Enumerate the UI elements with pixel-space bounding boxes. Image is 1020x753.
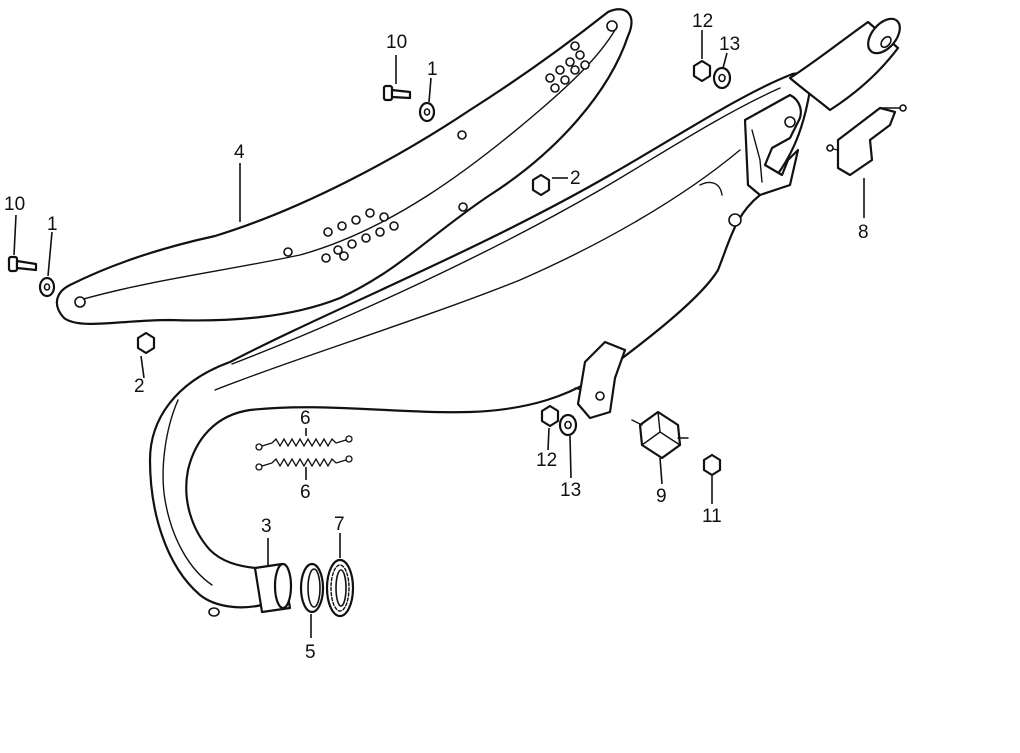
nut-12-upper [692,59,712,83]
sealing-ring-5 [299,562,325,614]
washer-1-left [38,276,56,298]
spring-6-upper [255,435,353,451]
nut-2-center [531,173,551,197]
bolt-10-left [7,255,38,273]
shield-vent-holes-lower [321,208,399,263]
washer-1-upper [418,101,436,123]
callout-13-upper: 13 [719,34,740,55]
shield-vent-holes-upper [545,41,590,93]
gasket-7 [325,558,355,618]
callout-5: 5 [305,642,316,663]
callout-8: 8 [858,222,869,243]
callout-1-left: 1 [47,214,58,235]
callout-2-center: 2 [570,168,581,189]
washer-13-upper [712,66,732,90]
rubber-damper-9 [631,410,689,460]
spring-6-lower [255,455,353,471]
upper-mounting-bracket [743,93,802,197]
callout-9: 9 [656,486,667,507]
exhaust-pipe-body [148,72,812,617]
callout-7: 7 [334,514,345,535]
bolt-10-upper [382,84,412,102]
nut-12-lower [540,404,560,428]
callout-2-left: 2 [134,376,145,397]
callout-12-upper: 12 [692,11,713,32]
rubber-damper-8 [826,104,907,177]
callout-11: 11 [702,506,722,527]
lower-mounting-bracket [576,340,627,420]
callout-3: 3 [261,516,272,537]
nut-11 [702,453,722,477]
heat-shield [55,8,633,326]
callout-12-lower: 12 [536,450,557,471]
tail-pipe [788,17,901,112]
callout-6-upper: 6 [300,408,311,429]
callout-4: 4 [234,142,245,163]
callout-10-upper: 10 [386,32,407,53]
nut-2-left [136,331,156,355]
callout-6-lower: 6 [300,482,311,503]
callout-10-left: 10 [4,194,25,215]
joint-collar-3 [253,562,293,614]
callout-numbers: 10 1 10 1 4 2 2 12 13 8 6 6 12 13 9 11 3… [4,11,869,663]
leader-lines [13,30,865,638]
callout-13-lower: 13 [560,480,581,501]
washer-13-lower [558,413,578,437]
callout-1-upper: 1 [427,59,438,80]
